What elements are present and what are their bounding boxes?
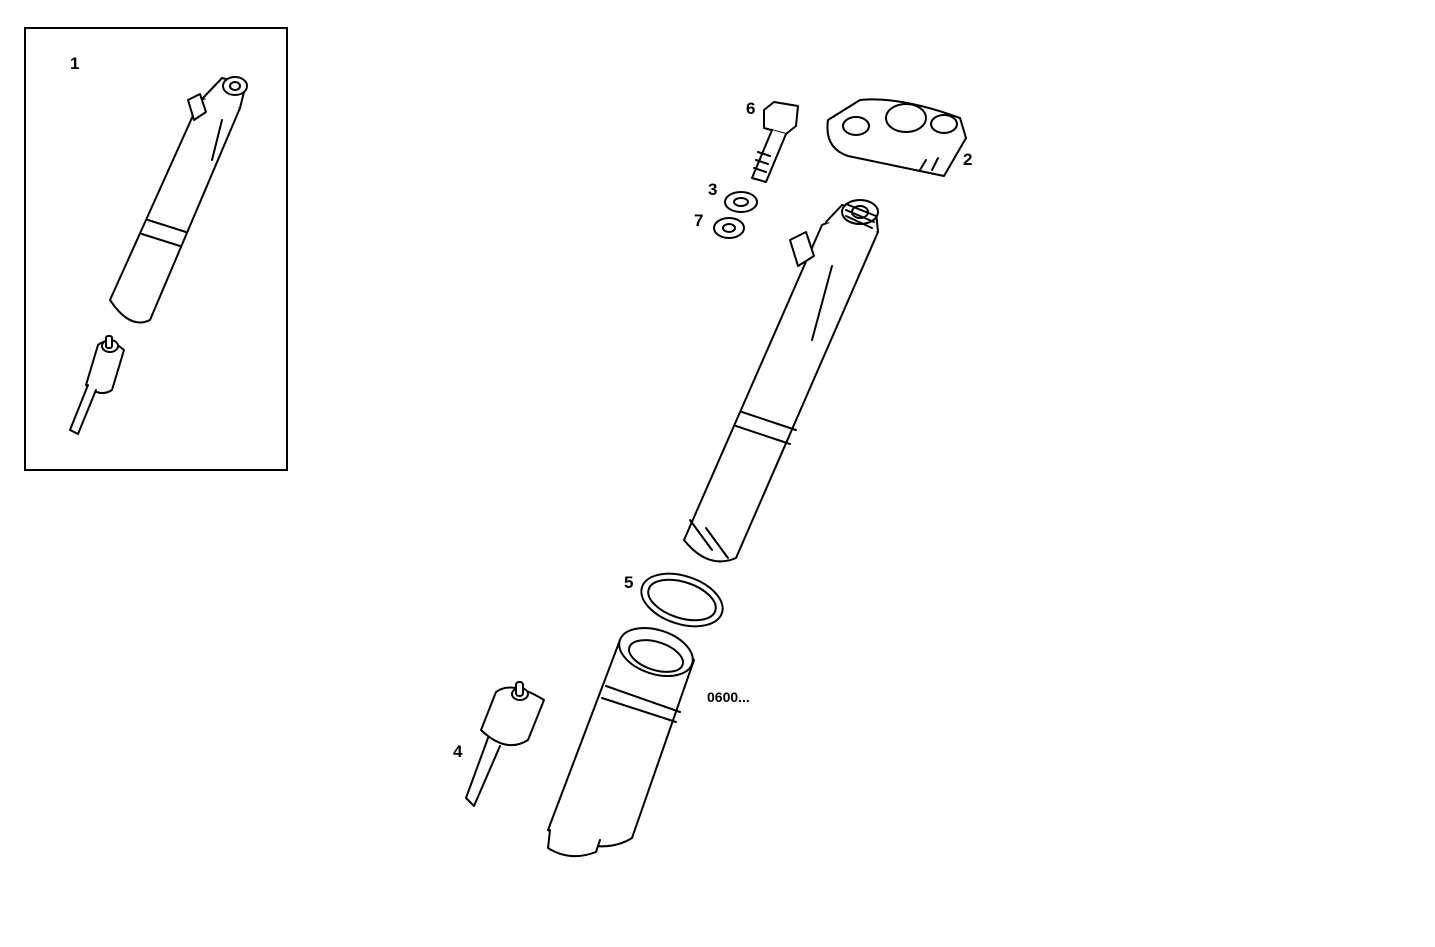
callout-6: 6 [746,99,756,118]
callout-1: 1 [70,54,80,73]
part-6-bolt [751,101,799,183]
part-4-nozzle [465,681,545,807]
callout-4: 4 [453,742,463,761]
callout-3: 3 [708,180,718,199]
callout-2: 2 [963,150,973,169]
nozzle-sleeve [547,627,695,858]
injector-body [683,199,879,563]
callout-7: 7 [694,211,704,230]
part-7-washer [713,217,745,239]
part-2-flange [826,98,967,177]
inset-nozzle [69,335,125,435]
part-5-seal-ring [640,572,724,628]
inset-injector-body [109,76,248,324]
reference-code: 0600... [707,689,750,705]
part-3-washer [724,191,758,213]
callout-5: 5 [624,573,634,592]
inset-frame-assembly [24,27,288,471]
